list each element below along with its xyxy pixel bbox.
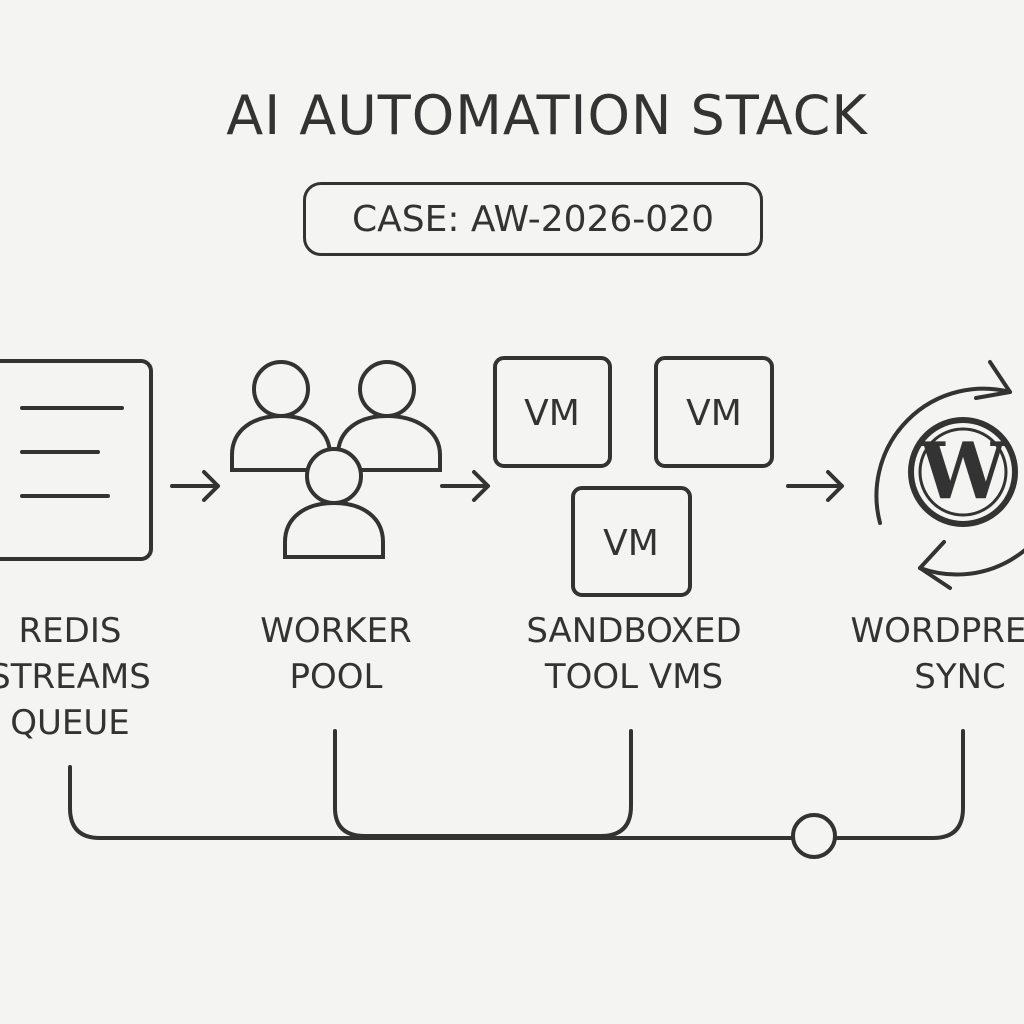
connector-bus	[68, 729, 965, 840]
vm-label: VM	[686, 393, 742, 434]
vm-boxes-icon: VM VM VM	[493, 356, 774, 597]
diagram-title: AI AUTOMATION STACK	[226, 84, 868, 147]
node-label-line: POOL	[289, 657, 383, 697]
vm-label: VM	[603, 523, 659, 564]
vm-label: VM	[524, 393, 580, 434]
node-label-workers: WORKER POOL	[236, 608, 436, 700]
node-label-line: SANDBOXED	[526, 611, 742, 651]
node-label-line: STREAMS	[0, 657, 151, 697]
vm-box: VM	[654, 356, 774, 468]
node-label-line: TOOL VMS	[544, 657, 724, 697]
vm-box: VM	[571, 486, 692, 597]
people-group-icon	[230, 360, 442, 559]
node-label-redis: REDIS STREAMS QUEUE	[0, 608, 170, 746]
node-label-line: WORKER	[260, 611, 412, 651]
vm-box: VM	[493, 356, 612, 468]
flow-arrow-3	[786, 470, 844, 502]
node-label-line: WORDPRESS	[850, 611, 1024, 651]
sync-arrows-icon	[874, 360, 1024, 590]
node-label-vms: SANDBOXED TOOL VMS	[504, 608, 764, 700]
node-label-wordpress: WORDPRESS SYNC	[830, 608, 1024, 700]
wordpress-glyph: W	[918, 426, 1008, 517]
case-badge: CASE: AW-2026-020	[303, 182, 763, 256]
node-label-line: QUEUE	[10, 703, 130, 743]
flow-arrow-2	[440, 470, 490, 502]
node-label-line: REDIS	[18, 611, 122, 651]
connector-node	[791, 813, 837, 859]
document-icon	[0, 359, 153, 561]
flow-arrow-1	[170, 470, 220, 502]
wordpress-sync-icon: W	[874, 360, 1024, 590]
wordpress-logo-icon: W	[908, 417, 1018, 527]
node-label-line: SYNC	[914, 657, 1006, 697]
